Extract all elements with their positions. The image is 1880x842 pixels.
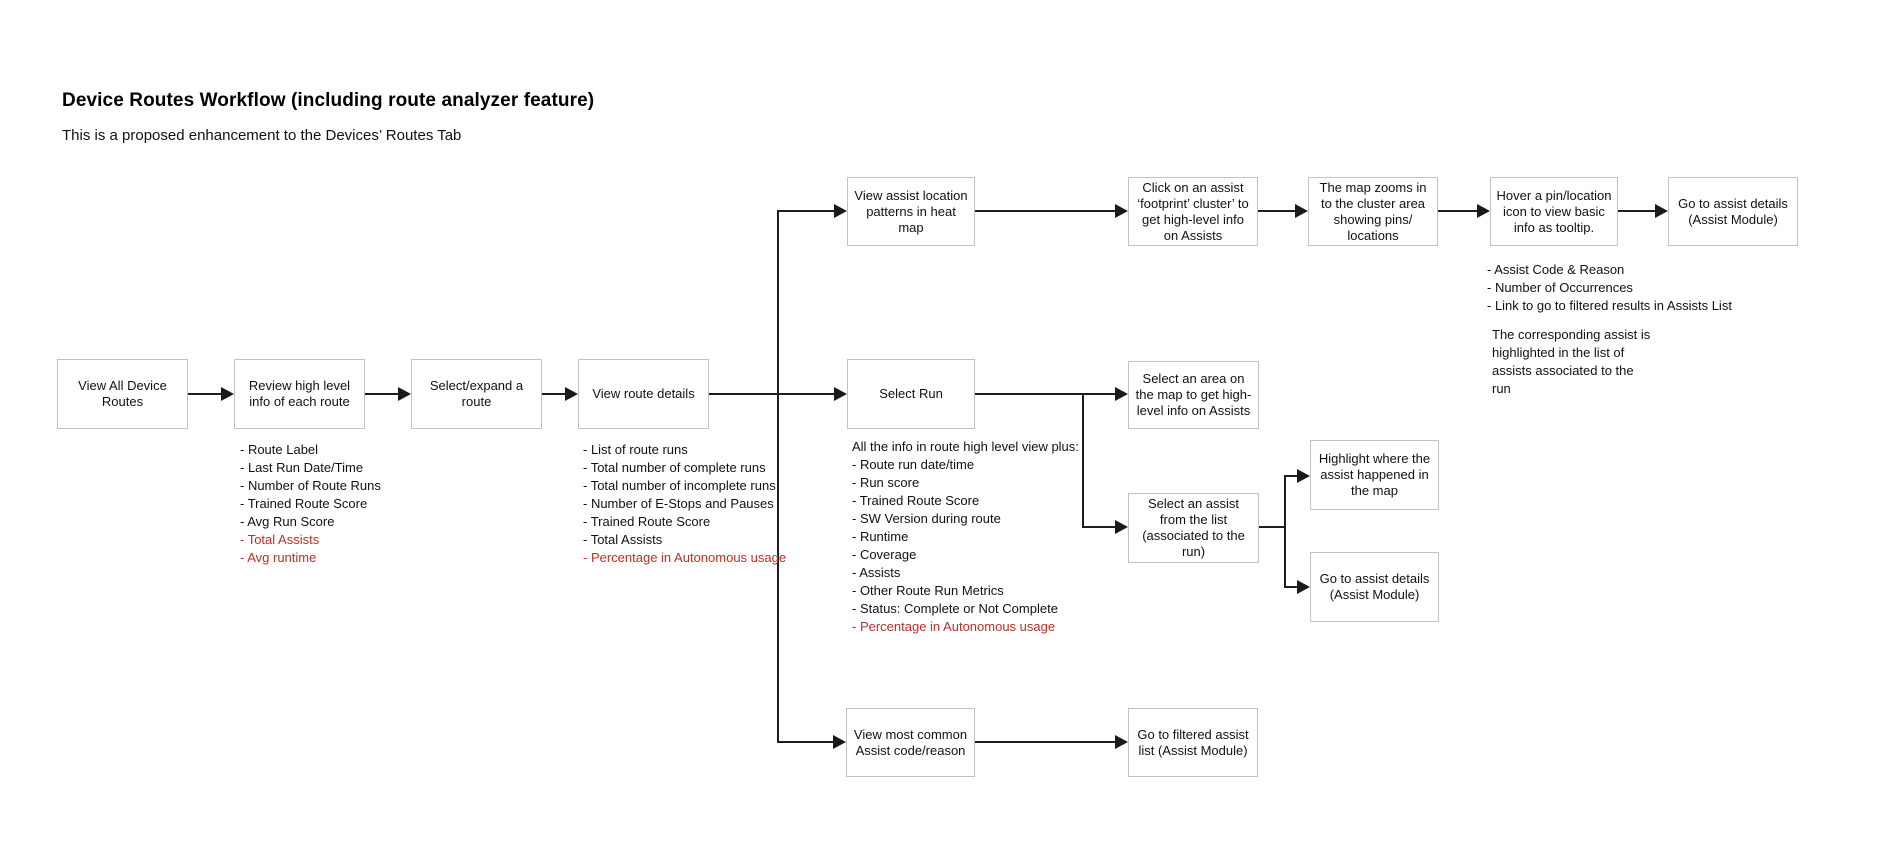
arrowhead-icon [1655, 204, 1668, 218]
annotation-line: - Total Assists [583, 532, 663, 547]
arrowhead-icon [398, 387, 411, 401]
arrowhead-icon [834, 387, 847, 401]
connector-line [1438, 210, 1477, 212]
annotation-line: - Total Assists [240, 532, 320, 547]
annotation-line: All the info in route high level view pl… [852, 439, 1079, 454]
annotation-line: - Number of E-Stops and Pauses [583, 496, 774, 511]
node-select-assist-list: Select an assist from the list (associat… [1128, 493, 1259, 563]
connector-line [975, 741, 1115, 743]
connector-line [188, 393, 221, 395]
connector-line [1284, 475, 1286, 588]
annotation-line: - Route Label [240, 442, 319, 457]
arrowhead-icon [833, 735, 846, 749]
annotation-line: - Coverage [852, 547, 917, 562]
annotation-line: - List of route runs [583, 442, 688, 457]
annotation-line: - Number of Route Runs [240, 478, 381, 493]
node-select-run: Select Run [847, 359, 975, 429]
annotation-line: assists associated to the [1492, 363, 1634, 378]
node-map-zooms-cluster: The map zooms in to the cluster area sho… [1308, 177, 1438, 246]
annotation-line: - Other Route Run Metrics [852, 583, 1004, 598]
connector-line [975, 210, 1115, 212]
node-highlight-assist-map: Highlight where the assist happened in t… [1310, 440, 1439, 510]
node-view-assist-heatmap: View assist location patterns in heat ma… [847, 177, 975, 246]
arrowhead-icon [1115, 387, 1128, 401]
arrowhead-icon [221, 387, 234, 401]
node-select-expand-route: Select/expand a route [411, 359, 542, 429]
connector-line [1082, 394, 1084, 528]
annotation-line: - Trained Route Score [583, 514, 711, 529]
arrowhead-icon [1295, 204, 1308, 218]
arrowhead-icon [1115, 204, 1128, 218]
annotation-route-details-list: - List of route runs - Total number of co… [583, 441, 786, 567]
annotation-line: - Last Run Date/Time [240, 460, 364, 475]
connector-line [1083, 526, 1115, 528]
node-click-footprint-cluster: Click on an assist ‘footprint’ cluster’ … [1128, 177, 1258, 246]
annotation-line: - Route run date/time [852, 457, 975, 472]
annotation-line: - Avg runtime [240, 550, 317, 565]
connector-line [1618, 210, 1655, 212]
node-go-filtered-assist-list: Go to filtered assist list (Assist Modul… [1128, 708, 1258, 777]
annotation-line: - Run score [852, 475, 920, 490]
annotation-line: - Assist Code & Reason [1487, 262, 1625, 277]
annotation-line: - Total number of incomplete runs [583, 478, 776, 493]
arrowhead-icon [834, 204, 847, 218]
arrowhead-icon [565, 387, 578, 401]
annotation-select-run-list: All the info in route high level view pl… [852, 438, 1079, 636]
annotation-line: - Status: Complete or Not Complete [852, 601, 1058, 616]
arrowhead-icon [1115, 520, 1128, 534]
connector-line [542, 393, 565, 395]
annotation-line: - Number of Occurrences [1487, 280, 1633, 295]
annotation-line: The corresponding assist is [1492, 327, 1651, 342]
node-view-most-common: View most common Assist code/reason [846, 708, 975, 777]
diagram-title: Device Routes Workflow (including route … [62, 90, 595, 111]
connector-line [709, 393, 834, 395]
connector-line [778, 741, 833, 743]
node-select-area-map: Select an area on the map to get high- l… [1128, 361, 1259, 429]
connector-line [1258, 210, 1295, 212]
connector-line [365, 393, 398, 395]
annotation-line: - Runtime [852, 529, 909, 544]
connector-line [778, 210, 834, 212]
connector-line [975, 393, 1115, 395]
arrowhead-icon [1477, 204, 1490, 218]
arrowhead-icon [1297, 580, 1310, 594]
node-go-assist-details-mid: Go to assist details (Assist Module) [1310, 552, 1439, 622]
connector-line [777, 210, 779, 743]
node-go-assist-details-top: Go to assist details (Assist Module) [1668, 177, 1798, 246]
annotation-line: - Avg Run Score [240, 514, 335, 529]
diagram-subtitle: This is a proposed enhancement to the De… [62, 127, 462, 144]
annotation-line: - Percentage in Autonomous usage [852, 619, 1056, 634]
annotation-line: - Trained Route Score [240, 496, 368, 511]
annotation-line: - SW Version during route [852, 511, 1001, 526]
connector-line [1285, 586, 1297, 588]
annotation-line: - Link to go to filtered results in Assi… [1487, 298, 1732, 313]
annotation-line: - Assists [852, 565, 901, 580]
connector-line [1259, 526, 1286, 528]
node-view-all-device-routes: View All Device Routes [57, 359, 188, 429]
arrowhead-icon [1115, 735, 1128, 749]
annotation-line: run [1492, 381, 1511, 396]
arrowhead-icon [1297, 469, 1310, 483]
annotation-route-high-level-list: - Route Label - Last Run Date/Time - Numbe… [240, 441, 381, 567]
node-view-route-details: View route details [578, 359, 709, 429]
annotation-line: - Total number of complete runs [583, 460, 766, 475]
node-hover-pin-tooltip: Hover a pin/location icon to view basic … [1490, 177, 1618, 246]
annotation-line: highlighted in the list of [1492, 345, 1625, 360]
annotation-line: - Trained Route Score [852, 493, 980, 508]
annotation-assist-tooltip-list: - Assist Code & Reason - Number of Occurr… [1487, 261, 1732, 315]
annotation-assist-note: The corresponding assist is highlighted i… [1492, 326, 1650, 398]
connector-line [1285, 475, 1297, 477]
node-review-high-level-info: Review high level info of each route [234, 359, 365, 429]
annotation-line: - Percentage in Autonomous usage [583, 550, 787, 565]
